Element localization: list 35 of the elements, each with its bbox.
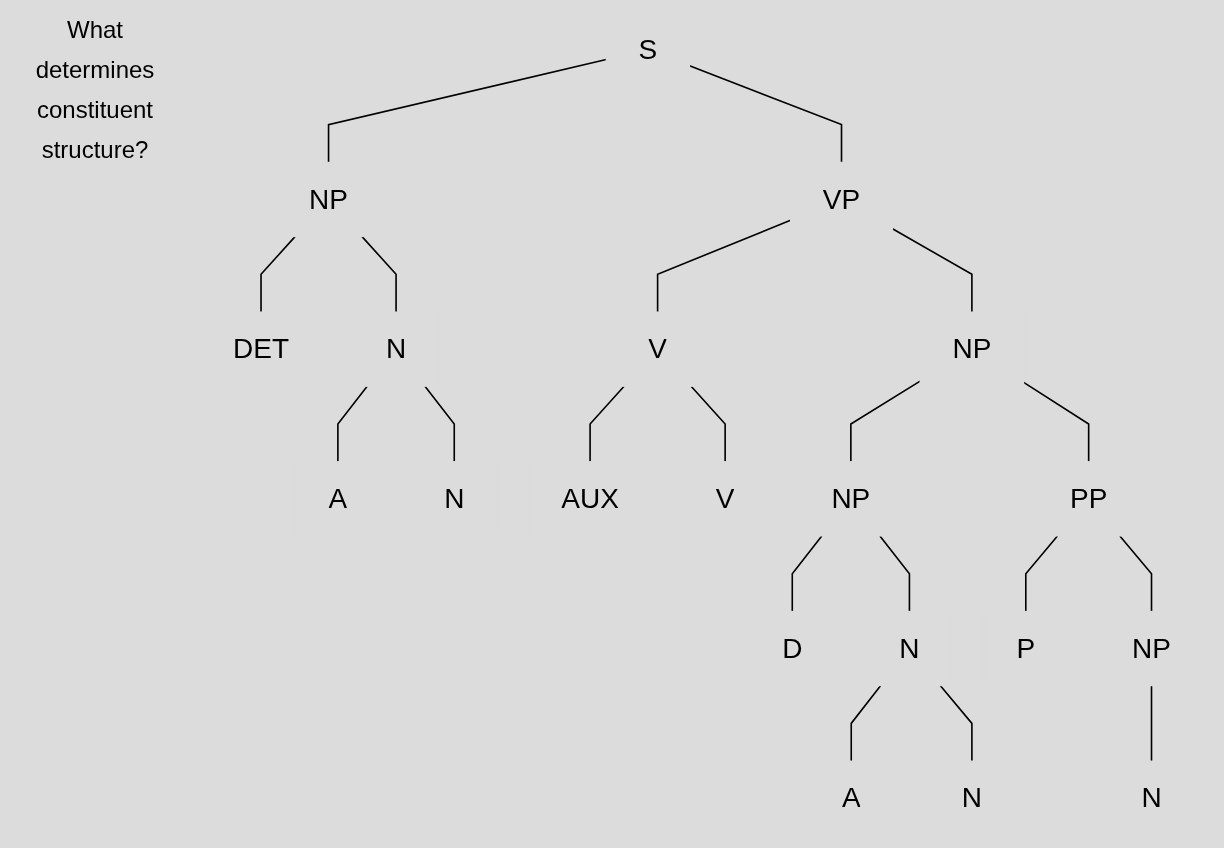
node-text: A [328,482,348,515]
connector [361,235,397,313]
question-text: What determines constituent structure? [34,15,156,165]
connector [337,385,368,463]
connector [589,385,625,463]
node-text: PP [1069,482,1108,515]
node-text: AUX [561,482,619,515]
node-text: NP [952,332,992,365]
connector [1119,535,1153,613]
connector [850,684,882,762]
connector [1150,684,1153,762]
node-text: NP [1132,631,1171,665]
node-text: D [782,631,803,665]
connector [424,385,456,463]
connector [690,385,726,463]
connector [260,235,296,313]
node-text: NP [831,482,871,515]
node-text: S [638,33,658,66]
node-text: VP [822,182,861,216]
node-text: N [899,631,920,665]
node-text: V [648,332,667,365]
node-text: P [1016,631,1036,665]
node-text: V [715,482,735,515]
node-text: N [1141,781,1162,814]
node-text: A [841,781,861,814]
connector [879,535,911,613]
node-text: N [444,482,465,515]
node-text: N [961,781,983,814]
connector [850,380,921,463]
node-text: NP [309,182,348,216]
node-text: DET [233,332,290,365]
connector [939,684,973,762]
node-text: N [385,332,407,365]
connector [791,535,823,613]
connector [1025,535,1059,613]
